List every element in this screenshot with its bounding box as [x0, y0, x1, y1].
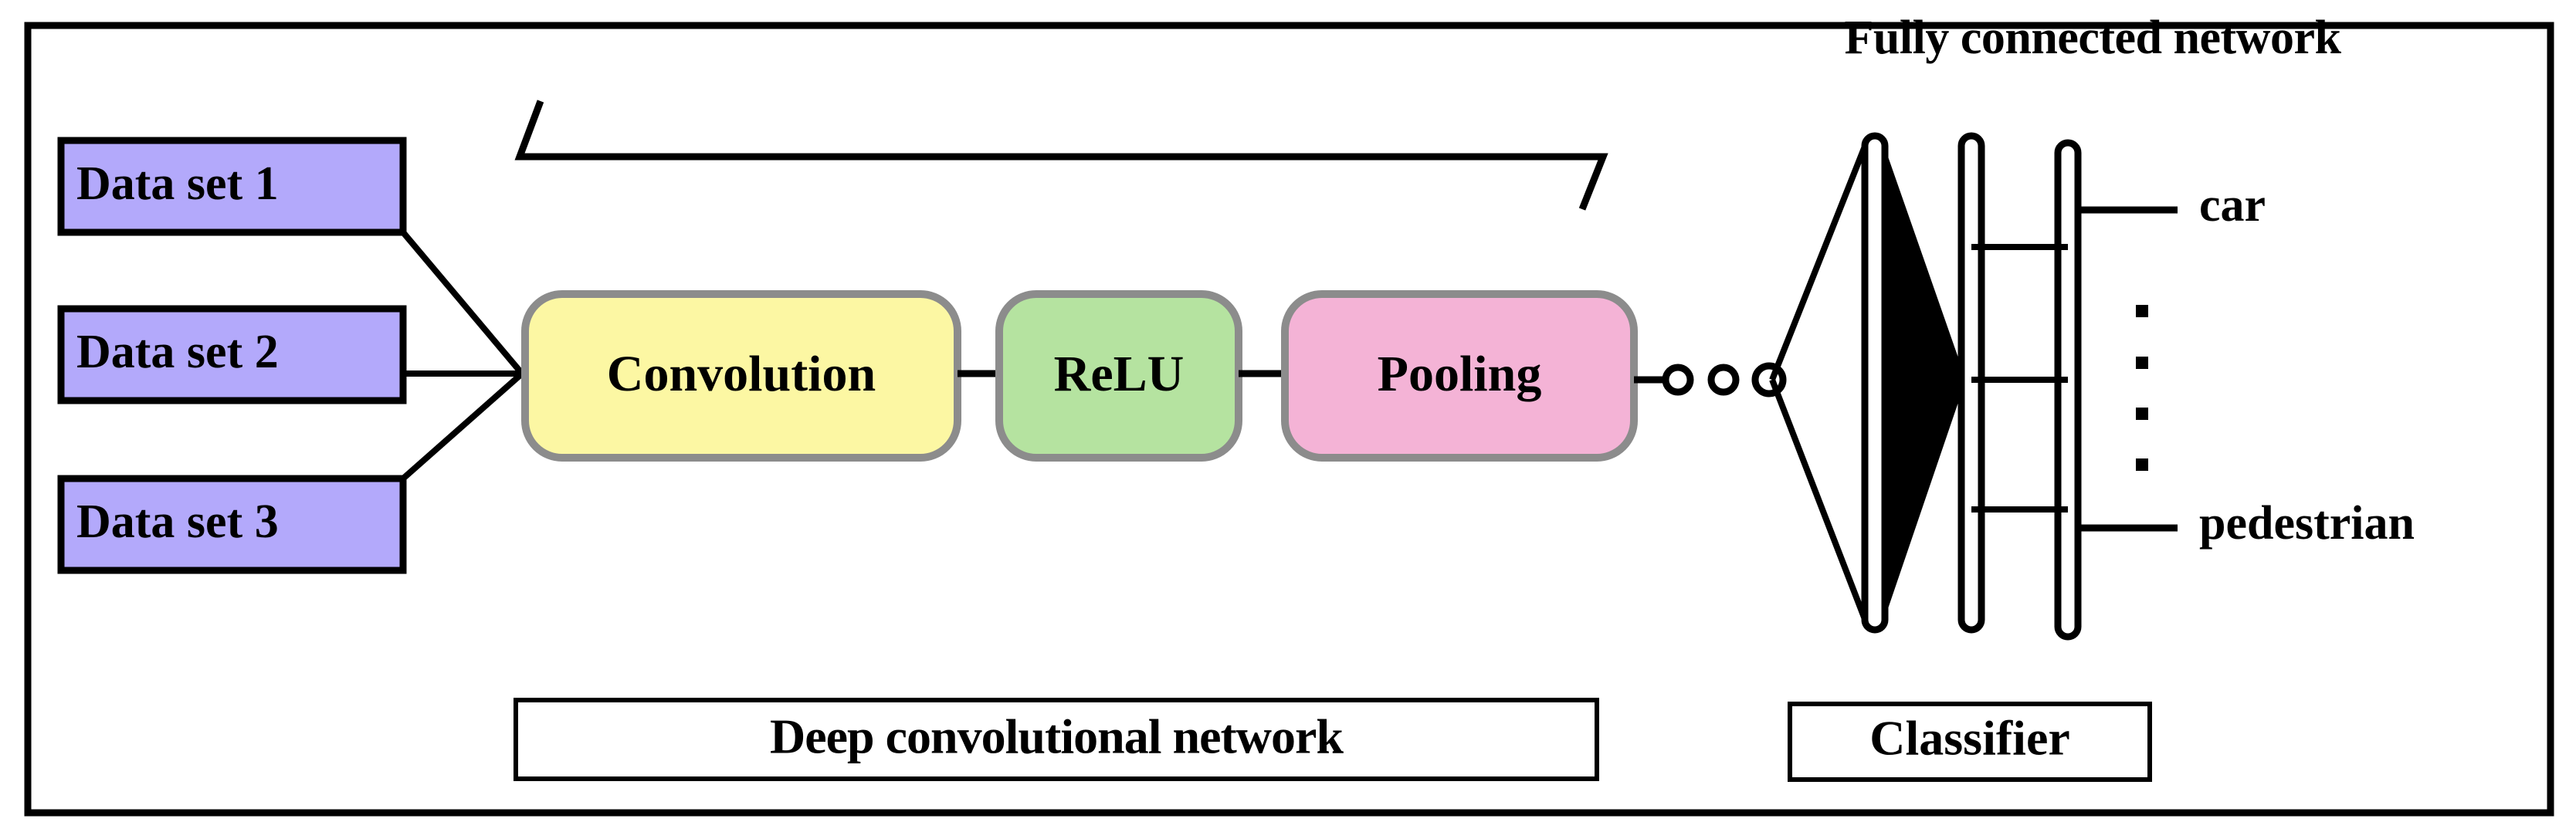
stage-box-pooling[interactable]: Pooling [1281, 290, 1638, 462]
stage-label-convolution: Convolution [607, 346, 876, 402]
caption-label-deep-conv: Deep convolutional network [770, 709, 1344, 764]
output-ellipsis-dot-2 [2136, 357, 2148, 369]
pipeline-span-indicator [514, 100, 1608, 211]
output-ellipsis-dot-3 [2136, 408, 2148, 420]
stage-rect-pooling [1281, 290, 1638, 462]
data-set-rect-2 [57, 305, 407, 404]
data-set-rect-3 [57, 475, 407, 574]
output-label-car: car [2199, 179, 2266, 232]
caption-deep-conv-network: Deep convolutional network [514, 698, 1599, 781]
classifier-layer-bar-3 [2054, 139, 2082, 641]
pipeline-stage-group: Convolution ReLU Pooling [521, 290, 1638, 462]
data-set-label-3: Data set 3 [76, 496, 279, 548]
classifier-weight-fans [1882, 139, 1966, 627]
data-set-rect-1 [57, 137, 407, 236]
classifier-output-ellipsis [2136, 305, 2148, 471]
weight-fan-bottom [1882, 380, 1966, 627]
stage-box-relu[interactable]: ReLU [995, 290, 1242, 462]
ellipsis-node-2 [1707, 364, 1740, 396]
data-set-box-1[interactable]: Data set 1 [57, 137, 407, 236]
caption-rect-classifier [1788, 702, 2152, 782]
caption-label-classifier: Classifier [1869, 711, 2070, 766]
fully-connected-network-title: Fully connected network [1845, 12, 2342, 64]
connector-dataset3-to-conv [401, 371, 524, 481]
classifier-group: car pedestrian Fully connected network [1769, 12, 2415, 641]
output-ellipsis-dot-1 [2136, 305, 2148, 317]
stage-box-convolution[interactable]: Convolution [521, 290, 961, 462]
fan-line-bottom [1769, 378, 1870, 627]
output-ellipsis-dot-4 [2136, 458, 2148, 471]
data-set-label-1: Data set 1 [76, 157, 279, 210]
fan-line-top [1769, 139, 1870, 381]
classifier-input-fan [1769, 139, 1870, 627]
input-fan-in-connectors [400, 230, 525, 481]
stage-label-relu: ReLU [1054, 346, 1185, 402]
data-set-label-2: Data set 2 [76, 326, 279, 378]
stage-label-pooling: Pooling [1378, 346, 1542, 402]
classifier-layer-rungs [1971, 244, 2068, 513]
data-set-group: Data set 1 Data set 2 Data set 3 [57, 137, 407, 574]
classifier-layer-bar-1 [1861, 132, 1889, 634]
connector-dataset1-to-conv [400, 230, 525, 376]
classifier-output-leaders [2077, 206, 2178, 532]
caption-rect-deep-conv [514, 698, 1599, 781]
output-label-pedestrian: pedestrian [2199, 497, 2415, 550]
data-set-box-3[interactable]: Data set 3 [57, 475, 407, 574]
caption-classifier: Classifier [1788, 702, 2152, 782]
ellipsis-node-1 [1662, 364, 1694, 396]
data-set-box-2[interactable]: Data set 2 [57, 305, 407, 404]
